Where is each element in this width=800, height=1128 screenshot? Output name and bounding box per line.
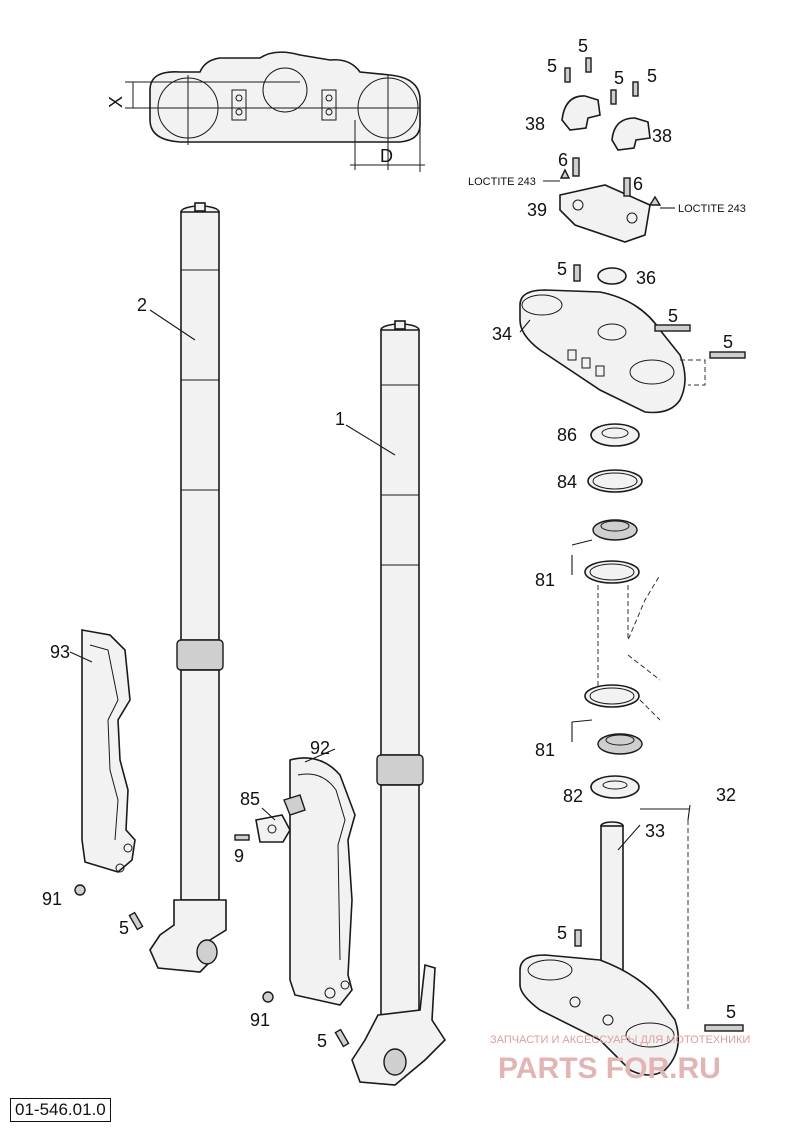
fork-leg-right — [351, 320, 447, 1086]
callout-6-right: 6 — [633, 174, 643, 194]
nuts-91 — [74, 884, 274, 1003]
watermark-site: PARTS FOR.RU — [498, 1052, 721, 1085]
loctite-left-label: LOCTITE 243 — [468, 176, 536, 188]
watermark-tagline: ЗАПЧАСТИ И АКСЕССУАРЫ ДЛЯ МОТОТЕХНИКИ — [490, 1034, 750, 1046]
dimension-x-label: X — [106, 96, 126, 108]
callout-91-left: 91 — [42, 889, 62, 909]
callout-5-clamp-a: 5 — [668, 306, 678, 326]
fork-leg-left — [149, 202, 227, 973]
ring-84 — [587, 469, 643, 493]
leader-lines — [69, 309, 691, 851]
watermark: ЗАПЧАСТИ И АКСЕССУАРЫ ДЛЯ МОТОТЕХНИКИ PA… — [490, 1034, 750, 1085]
ring-86 — [590, 423, 640, 447]
ring-82 — [590, 775, 640, 799]
callout-6-left: 6 — [558, 150, 568, 170]
callout-5-top-c: 5 — [614, 68, 624, 88]
fork-guard-93 — [81, 629, 136, 873]
callout-82: 82 — [563, 786, 583, 806]
callout-86: 86 — [557, 425, 577, 445]
bearing-81-lower — [584, 684, 643, 755]
callout-39: 39 — [527, 200, 547, 220]
callout-9: 9 — [234, 846, 244, 866]
loctite-right-label: LOCTITE 243 — [678, 203, 746, 215]
callout-81-upper: 81 — [535, 570, 555, 590]
callout-38-left: 38 — [525, 114, 545, 134]
callout-34: 34 — [492, 324, 512, 344]
callout-1: 1 — [335, 409, 345, 429]
triple-clamp-dimension-sketch: X D — [106, 51, 425, 172]
callout-5-top-a: 5 — [578, 36, 588, 56]
callout-91-right: 91 — [250, 1010, 270, 1030]
callout-93: 93 — [50, 642, 70, 662]
callout-2: 2 — [137, 295, 147, 315]
bearing-81-upper — [584, 519, 640, 584]
lower-triple-clamp-32 — [519, 820, 744, 1076]
callout-5-lower-clamp-a: 5 — [557, 923, 567, 943]
callout-5-clamp-top: 5 — [557, 259, 567, 279]
part-callouts: 1 2 93 92 85 9 91 91 5 5 5 5 5 5 38 38 6… — [42, 36, 736, 1051]
callout-92: 92 — [310, 738, 330, 758]
clip-85 — [255, 794, 306, 843]
callout-32: 32 — [716, 785, 736, 805]
callout-5-top-b: 5 — [547, 56, 557, 76]
dimension-d-label: D — [380, 146, 393, 166]
fork-guard-92 — [289, 757, 356, 1006]
callout-5-clamp-b: 5 — [723, 332, 733, 352]
loctite-callouts: LOCTITE 243 LOCTITE 243 — [468, 176, 746, 215]
callout-5-lower-clamp-b: 5 — [726, 1002, 736, 1022]
callout-38-right: 38 — [652, 126, 672, 146]
bolts-5-lower — [128, 834, 350, 1048]
document-code: 01-546.01.0 — [10, 1098, 111, 1122]
bracket-39 — [559, 157, 662, 243]
callout-84: 84 — [557, 472, 577, 492]
callout-36: 36 — [636, 268, 656, 288]
steering-tube-dashed — [597, 574, 661, 721]
bolts-5-top — [564, 57, 639, 105]
callout-5-fork-right: 5 — [317, 1031, 327, 1051]
callout-81-lower: 81 — [535, 740, 555, 760]
callout-brackets-81 — [571, 539, 593, 742]
upper-triple-clamp-34 — [519, 264, 746, 414]
callout-33: 33 — [645, 821, 665, 841]
callout-85: 85 — [240, 789, 260, 809]
callout-5-fork-left: 5 — [119, 918, 129, 938]
handlebar-clamps-38 — [561, 95, 651, 151]
callout-5-top-d: 5 — [647, 66, 657, 86]
